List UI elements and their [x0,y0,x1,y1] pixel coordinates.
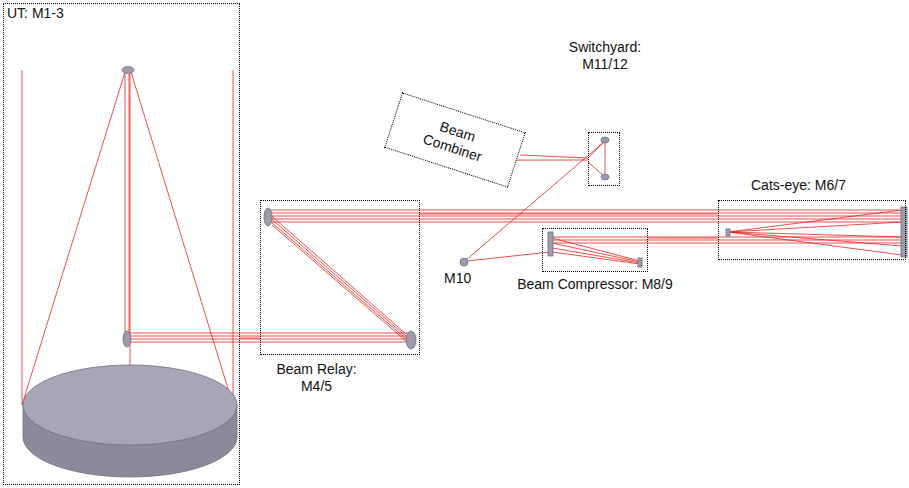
group-label: Cats-eye: M6/7 [751,177,846,194]
group-label: UT: M1-3 [7,5,64,22]
switchyard-group: Switchyard: M11/12 [588,132,620,186]
combiner-box: Beam Combiner [384,92,526,187]
beam-connector [240,338,260,339]
group-label: Switchyard: M11/12 [545,39,665,73]
group-label: Beam Relay: M4/5 [269,361,364,395]
relay-group: Beam Relay: M4/5 [260,200,420,355]
beam-connector [648,238,718,239]
box-label: Beam Combiner [409,111,500,170]
beam-connector [517,160,588,161]
mirror-label: M10 [444,270,471,287]
beam-connector [420,214,718,215]
cats-eye-group: Cats-eye: M6/7 [718,200,906,260]
compressor-group: Beam Compressor: M8/9 [542,228,648,272]
group-label: Beam Compressor: M8/9 [515,276,675,293]
telescope-group: UT: M1-3 [3,3,240,485]
